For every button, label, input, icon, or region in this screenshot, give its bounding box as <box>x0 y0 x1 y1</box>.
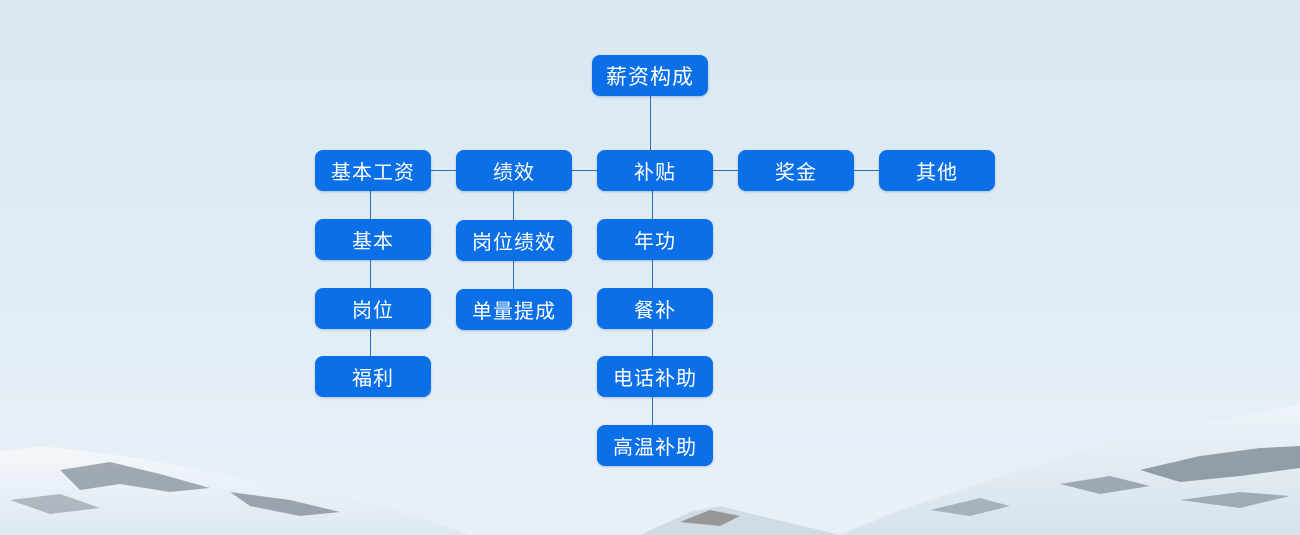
child-node-heat-allowance[interactable]: 高温补助 <box>597 425 713 466</box>
connector-base-salary-children <box>370 191 371 357</box>
category-node-base-salary[interactable]: 基本工资 <box>315 150 431 191</box>
child-node-basic[interactable]: 基本 <box>315 219 431 260</box>
category-node-subsidy[interactable]: 补贴 <box>597 150 713 191</box>
node-label: 其他 <box>916 160 958 184</box>
child-node-position[interactable]: 岗位 <box>315 288 431 329</box>
left-mountain-rock <box>230 492 340 516</box>
root-node-salary-structure[interactable]: 薪资构成 <box>592 55 708 96</box>
right-mountain-rock <box>1060 476 1150 494</box>
node-label: 电话补助 <box>613 366 697 390</box>
child-node-phone-allowance[interactable]: 电话补助 <box>597 356 713 397</box>
connector-root-to-categories <box>650 96 651 150</box>
category-node-performance[interactable]: 绩效 <box>456 150 572 191</box>
left-mountain-rock <box>60 462 210 492</box>
node-label: 年功 <box>634 229 676 253</box>
child-node-seniority[interactable]: 年功 <box>597 219 713 260</box>
right-mountain-rock <box>930 498 1010 516</box>
child-node-welfare[interactable]: 福利 <box>315 356 431 397</box>
node-label: 基本 <box>352 229 394 253</box>
right-mountain-shape <box>840 404 1300 535</box>
node-label: 基本工资 <box>331 160 415 184</box>
node-label: 岗位绩效 <box>472 230 556 254</box>
node-label: 高温补助 <box>613 435 697 459</box>
left-mountain-rock <box>10 494 100 514</box>
child-node-meal-allowance[interactable]: 餐补 <box>597 288 713 329</box>
center-mountain-shape <box>640 506 840 535</box>
node-label: 岗位 <box>352 298 394 322</box>
node-label: 福利 <box>352 366 394 390</box>
category-node-bonus[interactable]: 奖金 <box>738 150 854 191</box>
category-node-other[interactable]: 其他 <box>879 150 995 191</box>
node-label: 单量提成 <box>472 299 556 323</box>
child-node-order-commission[interactable]: 单量提成 <box>456 289 572 330</box>
node-label: 薪资构成 <box>606 64 694 89</box>
node-label: 餐补 <box>634 298 676 322</box>
right-mountain-rock <box>1180 492 1290 508</box>
node-label: 绩效 <box>493 160 535 184</box>
right-mountain-rock <box>1140 446 1300 482</box>
node-label: 奖金 <box>775 160 817 184</box>
child-node-position-performance[interactable]: 岗位绩效 <box>456 220 572 261</box>
node-label: 补贴 <box>634 160 676 184</box>
center-mountain-rock <box>680 510 740 526</box>
